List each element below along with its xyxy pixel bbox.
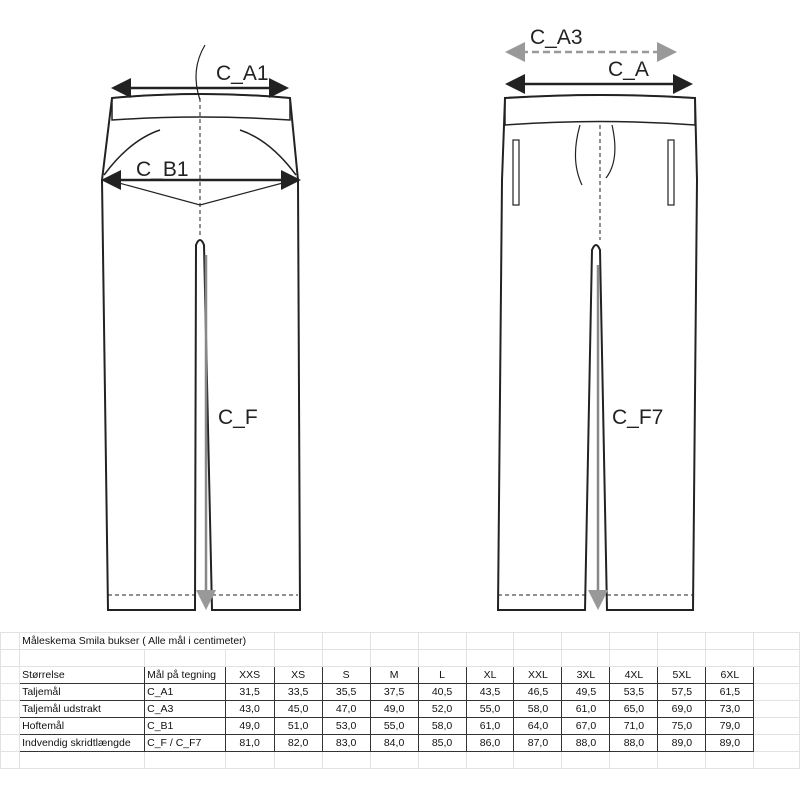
cell-value: 61,0 (561, 700, 611, 718)
cell-value: 49,5 (561, 683, 611, 701)
cell-value: 81,0 (224, 734, 275, 752)
cell-value: 89,0 (657, 734, 707, 752)
cell-value: 88,0 (609, 734, 659, 752)
cell-value: 4XL (609, 666, 659, 684)
cell-value: 58,0 (417, 717, 467, 735)
cell-value: 45,0 (273, 700, 323, 718)
cell-value: M (369, 666, 419, 684)
cell-value: 6XL (705, 666, 755, 684)
cell-value: 35,5 (321, 683, 371, 701)
cell-value: 53,5 (609, 683, 659, 701)
cell-value: 82,0 (273, 734, 323, 752)
cell-value: 88,0 (561, 734, 611, 752)
drawing-code: C_A1 (144, 683, 226, 701)
cell-value: S (321, 666, 371, 684)
cell-value: 57,5 (657, 683, 707, 701)
cell-value: 65,0 (609, 700, 659, 718)
drawing-code: C_B1 (144, 717, 226, 735)
label-c-f7: C_F7 (612, 406, 663, 429)
cell-value: 43,0 (224, 700, 275, 718)
drawing-code: Mål på tegning (144, 666, 226, 684)
table-title: Måleskema Smila bukser ( Alle mål i cent… (19, 632, 275, 650)
cell-value: XS (273, 666, 323, 684)
cell-value: 69,0 (657, 700, 707, 718)
cell-value: 87,0 (513, 734, 563, 752)
cell-value: 58,0 (513, 700, 563, 718)
cell-value: 86,0 (465, 734, 515, 752)
row-label: Taljemål (19, 683, 146, 701)
cell-value: 43,5 (465, 683, 515, 701)
cell-value: L (417, 666, 467, 684)
front-pants (100, 44, 302, 611)
label-c-a: C_A (608, 58, 649, 81)
cell-value: 75,0 (657, 717, 707, 735)
label-c-b1: C_B1 (136, 158, 189, 181)
label-c-f: C_F (218, 406, 258, 429)
cell-value: 52,0 (417, 700, 467, 718)
row-label: Størrelse (19, 666, 146, 684)
cell-value: 71,0 (609, 717, 659, 735)
cell-value: XXL (513, 666, 563, 684)
cell-value: 79,0 (705, 717, 755, 735)
back-measure-arrows (505, 42, 693, 610)
drawing-code: C_A3 (144, 700, 226, 718)
cell-value: 31,5 (224, 683, 275, 701)
cell-value: 49,0 (224, 717, 275, 735)
cell-value: 49,0 (369, 700, 419, 718)
cell-value: 3XL (561, 666, 611, 684)
row-label: Indvendig skridtlængde (19, 734, 146, 752)
cell-value: 33,5 (273, 683, 323, 701)
row-label: Hoftemål (19, 717, 146, 735)
cell-value: 67,0 (561, 717, 611, 735)
cell-value: 83,0 (321, 734, 371, 752)
cell-value: 47,0 (321, 700, 371, 718)
pants-technical-drawing: C_A1 C_B1 C_F C_A3 C_A C_F7 (100, 26, 699, 611)
cell-value: 85,0 (417, 734, 467, 752)
cell-value: 5XL (657, 666, 707, 684)
row-label: Taljemål udstrakt (19, 700, 146, 718)
cell-value: 84,0 (369, 734, 419, 752)
front-measure-arrows (101, 78, 301, 610)
cell-value: 37,5 (369, 683, 419, 701)
cell-value: 61,5 (705, 683, 755, 701)
cell-value: 61,0 (465, 717, 515, 735)
cell-value: 53,0 (321, 717, 371, 735)
cell-value: 89,0 (705, 734, 755, 752)
cell-value: 55,0 (369, 717, 419, 735)
label-c-a1: C_A1 (216, 62, 269, 85)
cell-value: XL (465, 666, 515, 684)
cell-value: 40,5 (417, 683, 467, 701)
cell-value: 51,0 (273, 717, 323, 735)
cell-value: 55,0 (465, 700, 515, 718)
back-pants (496, 94, 699, 611)
cell-value: 46,5 (513, 683, 563, 701)
cell-value: 64,0 (513, 717, 563, 735)
size-chart-table: Måleskema Smila bukser ( Alle mål i cent… (0, 632, 800, 769)
label-c-a3: C_A3 (530, 26, 583, 49)
cell-value: 73,0 (705, 700, 755, 718)
drawing-code: C_F / C_F7 (144, 734, 226, 752)
cell-value: XXS (224, 666, 275, 684)
